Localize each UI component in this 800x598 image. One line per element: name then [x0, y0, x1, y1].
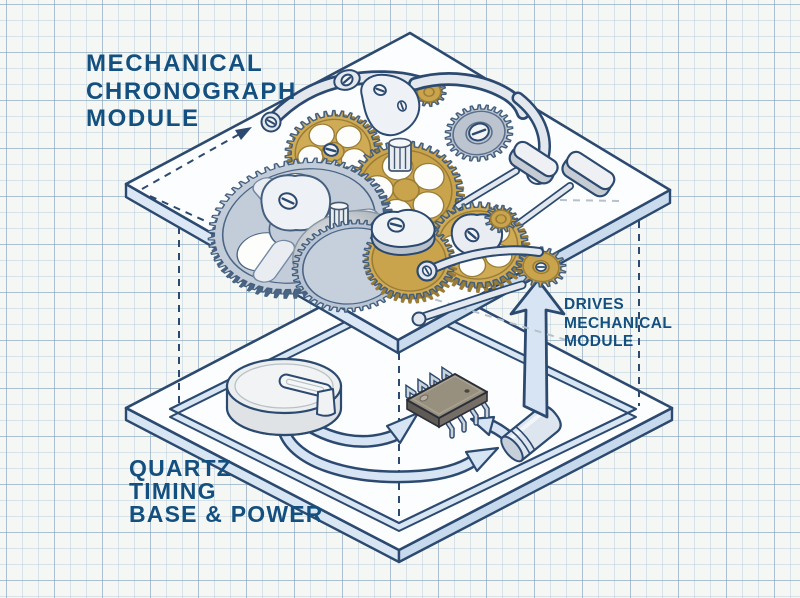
label-line: MODULE [86, 105, 200, 132]
chip-pins [405, 365, 490, 439]
screw-icon [468, 122, 490, 142]
inset-arrowhead-icon [235, 127, 252, 140]
screw-icon [387, 217, 405, 233]
label-line: DRIVES [564, 296, 625, 313]
label-line: TIMING [129, 478, 217, 504]
screw-icon [323, 143, 339, 157]
chronograph-pusher [561, 150, 616, 198]
chronograph-pusher [508, 140, 559, 185]
arrowhead-battery-to-chip [385, 411, 420, 445]
label-quartz-timing-base: QUARTZ TIMING BASE & POWER [129, 457, 324, 526]
ic-chip [405, 365, 490, 439]
screw-icon [535, 262, 547, 272]
label-line: QUARTZ [129, 455, 233, 481]
label-line: MECHANICAL [564, 314, 673, 332]
label-drives-mechanical-module: DRIVES MECHANICAL MODULE [564, 296, 672, 352]
label-mechanical-chronograph-module: MECHANICAL CHRONOGRAPH MODULE [86, 50, 297, 133]
label-line: MODULE [564, 333, 634, 350]
chip-pin1-dot [419, 394, 429, 402]
screw-icon [373, 83, 387, 97]
screw-icon [421, 265, 433, 277]
gear-train [207, 69, 616, 327]
column-wheel-icon [388, 137, 412, 172]
arrowhead-battery-to-crystal [464, 446, 500, 473]
screw-icon [264, 116, 278, 128]
screw-icon [278, 192, 298, 210]
label-line: BASE & POWER [129, 501, 324, 527]
screw-icon [464, 227, 480, 243]
screw-icon [396, 100, 408, 112]
gear [484, 204, 518, 234]
coin-cell-battery [225, 357, 343, 437]
label-line: CHRONOGRAPH [86, 77, 297, 105]
screw-icon [340, 73, 354, 87]
drive-up-arrow [509, 278, 566, 419]
label-line: MECHANICAL [86, 50, 264, 77]
